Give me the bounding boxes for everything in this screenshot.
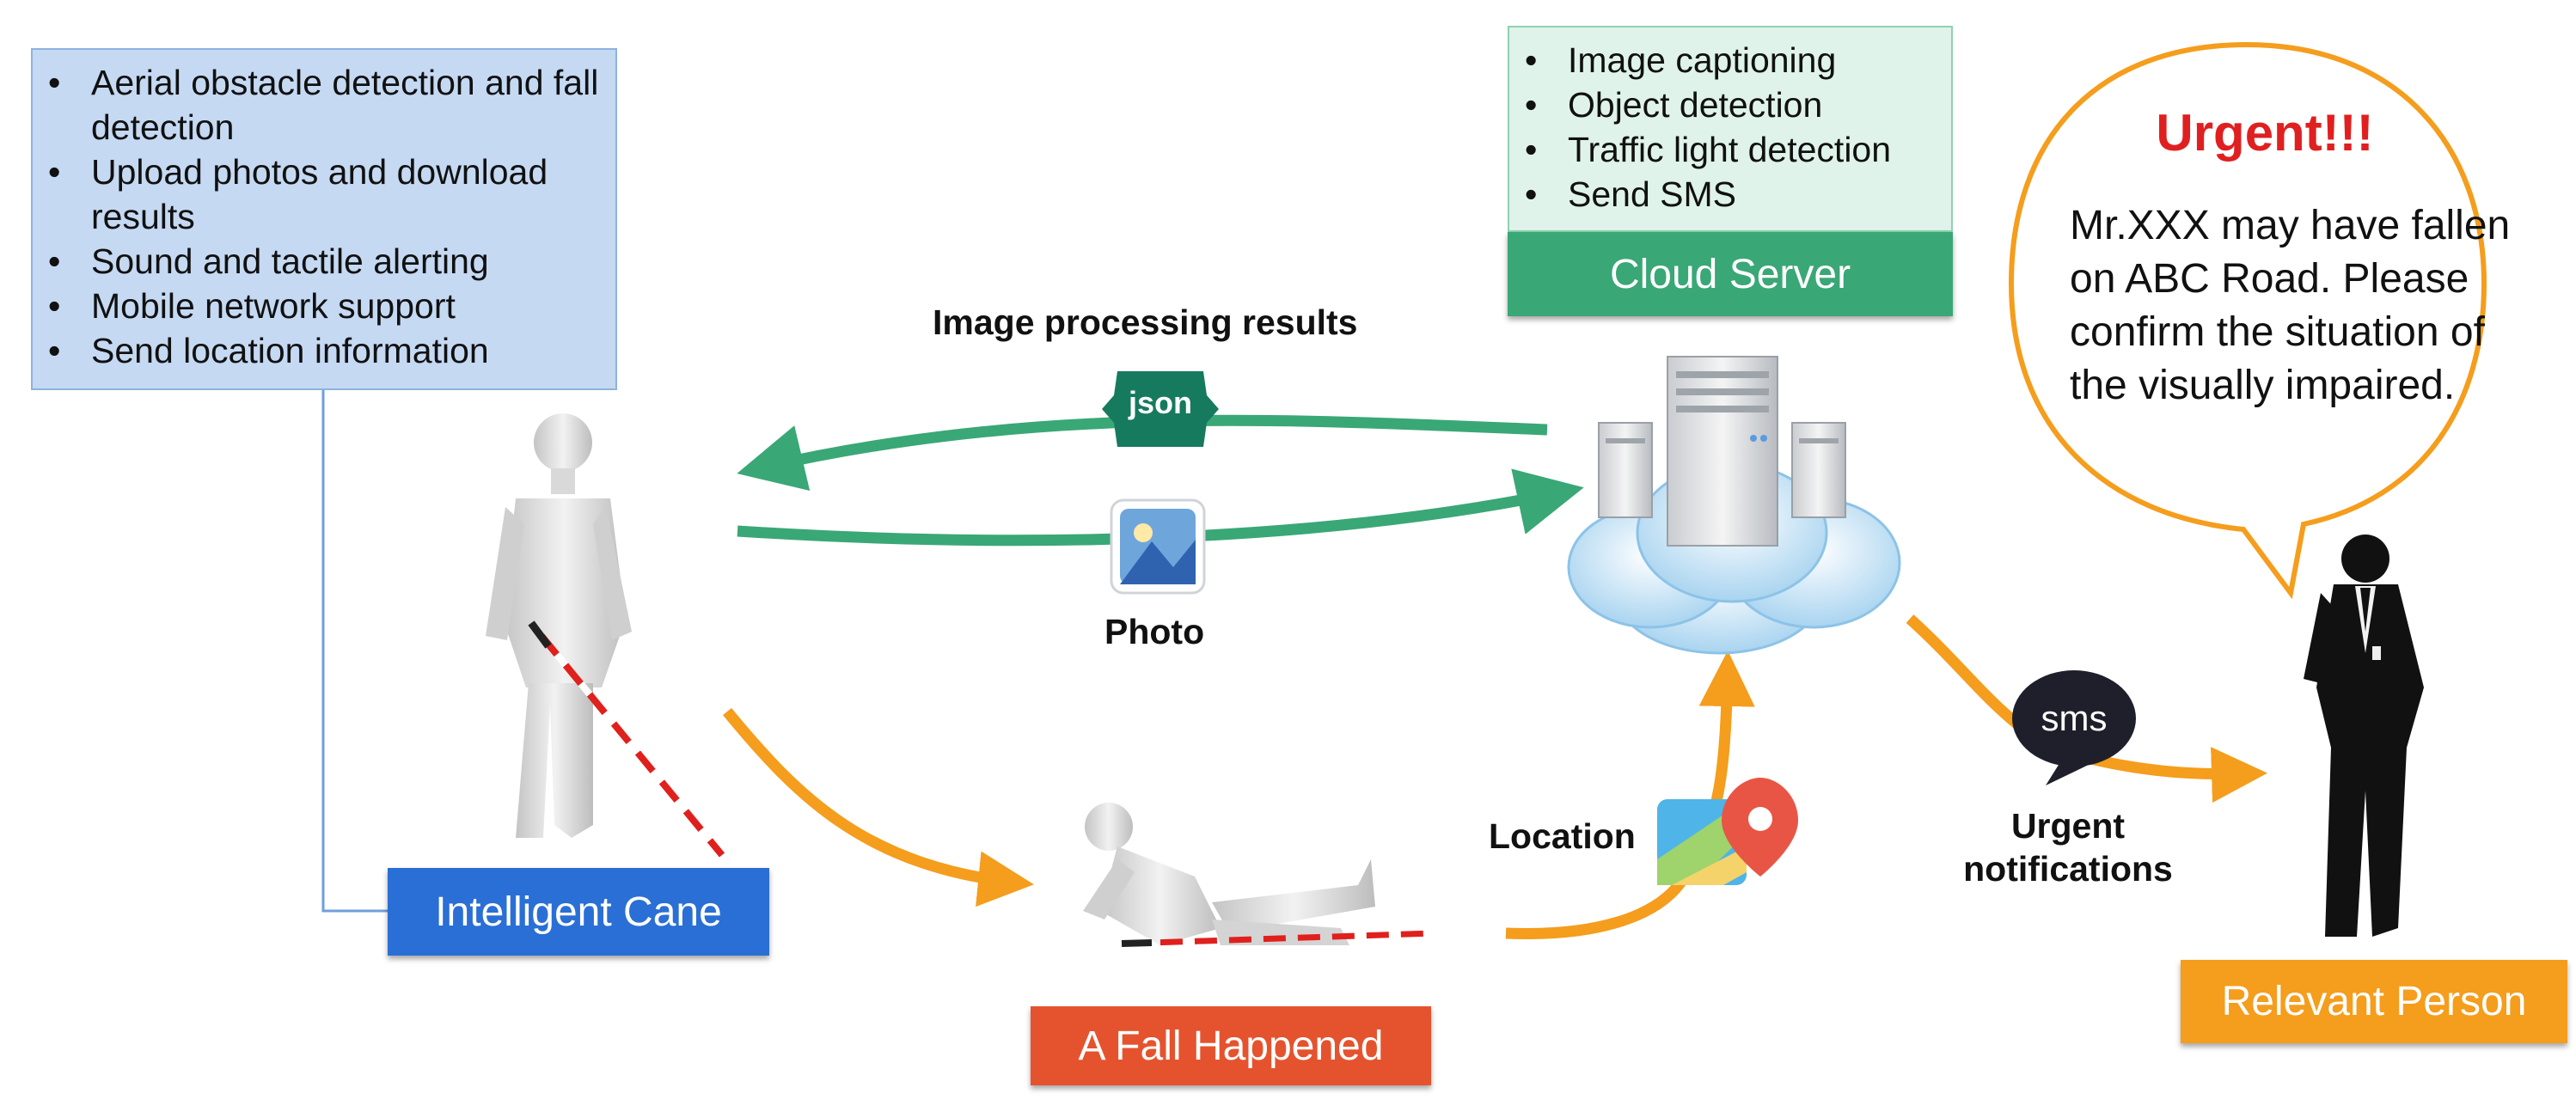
cloud-feature-item: Traffic light detection: [1509, 127, 1946, 172]
speech-bubble: [2008, 41, 2487, 600]
person-silhouette-illustration: [2304, 535, 2424, 937]
json-icon: json: [1128, 385, 1192, 420]
sms-icon: sms: [2041, 698, 2108, 738]
cane-feature-item: Sound and tactile alerting: [33, 239, 607, 284]
urgent-notifications-line1: Urgent: [2010, 806, 2126, 846]
cloud-server-illustration: [1567, 356, 1901, 655]
cloud-feature-item: Send SMS: [1509, 172, 1946, 217]
cloud-feature-item: Image captioning: [1509, 38, 1946, 82]
cane-feature-item: Upload photos and download results: [33, 150, 607, 239]
cane-feature-item: Aerial obstacle detection and fall detec…: [33, 60, 607, 150]
fallen-figure-illustration: [1083, 803, 1435, 947]
cane-features-list: Aerial obstacle detection and fall detec…: [33, 60, 607, 373]
cane-feature-item: Send location information: [33, 328, 607, 373]
cloud-features-box: Image captioning Object detection Traffi…: [1508, 26, 1953, 232]
urgent-message: Mr.XXX may have fallen on ABC Road. Plea…: [2070, 203, 2511, 408]
intelligent-cane-label: Intelligent Cane: [388, 868, 769, 956]
photo-label: Photo: [1104, 612, 1205, 651]
cloud-features-list: Image captioning Object detection Traffi…: [1509, 38, 1946, 217]
cane-to-fall-arrow: [722, 707, 1034, 907]
image-processing-results-label: Image processing results: [933, 302, 1358, 342]
fall-to-cloud-arrow: [1505, 651, 1755, 939]
urgent-notifications-line2: notifications: [1963, 849, 2173, 889]
json-badge-shape: [1102, 371, 1219, 447]
map-pin-graphic: [1657, 778, 1798, 885]
standing-figure-illustration: [486, 413, 725, 858]
location-label: Location: [1489, 816, 1636, 856]
relevant-person-label: Relevant Person: [2181, 960, 2567, 1043]
cane-feature-item: Mobile network support: [33, 284, 607, 328]
urgent-title: Urgent!!!: [2156, 104, 2374, 162]
fall-happened-label: A Fall Happened: [1031, 1006, 1431, 1085]
sms-bubble-shape: [2012, 670, 2136, 785]
cane-connector-line: [321, 390, 388, 913]
photo-icon-graphic: [1110, 498, 1206, 595]
cloud-server-label: Cloud Server: [1508, 232, 1953, 316]
cloud-feature-item: Object detection: [1509, 82, 1946, 127]
cane-features-box: Aerial obstacle detection and fall detec…: [31, 48, 617, 390]
